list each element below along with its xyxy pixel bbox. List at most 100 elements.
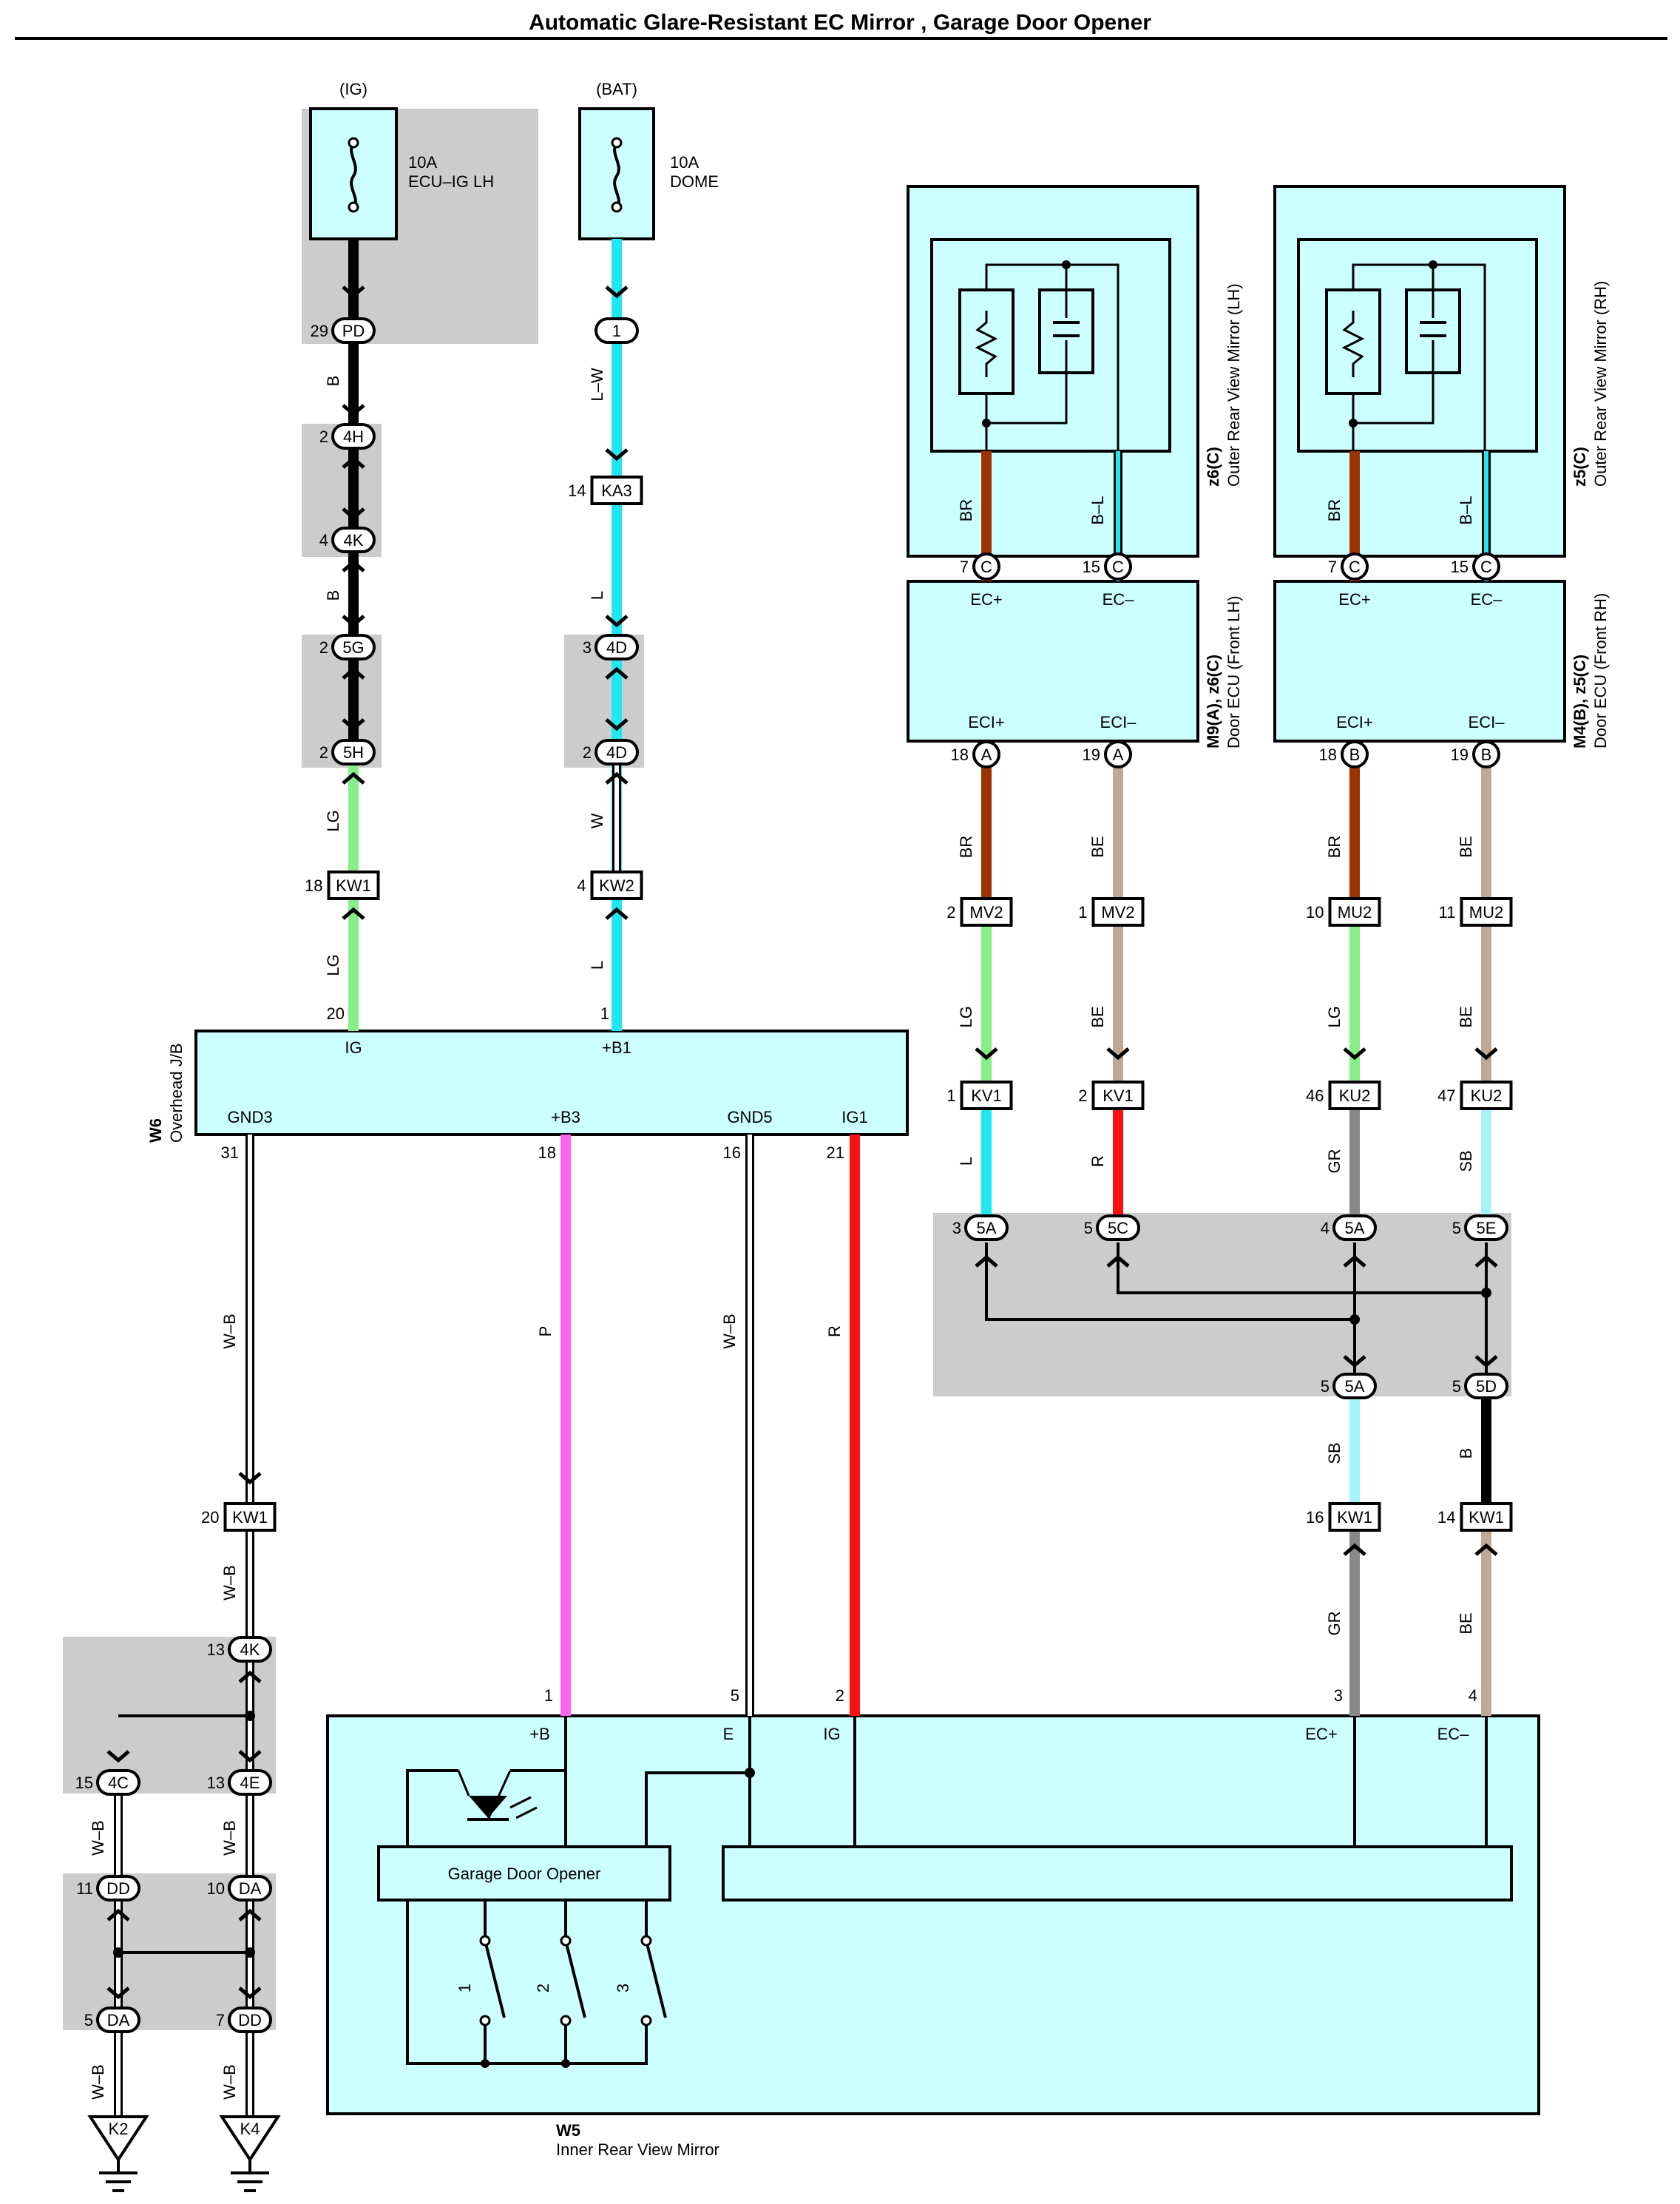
connector-code: MU2 [1338, 903, 1372, 922]
arrow-mark [342, 404, 365, 417]
wire-label: L [957, 1157, 975, 1166]
fuse-terminal [348, 201, 359, 213]
connector-1: 1 [595, 317, 639, 344]
splice-dot [1481, 1288, 1491, 1298]
connector-c: C15 [1451, 552, 1500, 581]
w5-pinnum-b: 1 [544, 1686, 553, 1705]
arrow-mark [342, 615, 365, 628]
connector-code: B [1349, 746, 1361, 764]
connector-pin: 7 [1328, 558, 1337, 576]
fuse-terminal [348, 137, 359, 149]
arrow-mark [605, 771, 629, 785]
arrow-mark [1474, 1543, 1498, 1556]
connector-pin: 7 [960, 558, 969, 576]
connector-code: KV1 [971, 1086, 1002, 1105]
w6-pinnum-ig1: 21 [827, 1143, 844, 1162]
w5-pinnum-ecp: 3 [1334, 1686, 1343, 1705]
connector-pin: 11 [1439, 903, 1456, 922]
connector-code: KW2 [599, 876, 634, 895]
arrow-mark [1343, 1047, 1366, 1061]
connector-code: 5A [977, 1219, 997, 1237]
connector-pin: 2 [583, 743, 592, 762]
arrow-mark [238, 1472, 262, 1485]
w6-pin-ig: IG [345, 1038, 362, 1057]
connector-pin: 5 [84, 2011, 93, 2029]
connector-pin: 18 [1319, 746, 1337, 764]
connector-5a: 5A3 [952, 1214, 1009, 1241]
ecu-lh-ecim: ECI– [1100, 713, 1137, 731]
mirror-lh-inner [930, 238, 1171, 453]
connector-dd: DD7 [216, 2007, 272, 2033]
connector-code: DD [106, 1879, 130, 1898]
wire-label: BE [1457, 1612, 1475, 1634]
led-ray [509, 1796, 532, 1809]
switch-contact [479, 2015, 491, 2026]
connector-a: A18 [951, 740, 1000, 768]
ground-icon [219, 2115, 281, 2163]
wire-label: W–B [220, 1314, 239, 1349]
w6-pin-b3: +B3 [551, 1108, 580, 1126]
arrow-mark [1106, 1254, 1130, 1268]
switch-contact [560, 1935, 572, 1947]
wire-label: GR [1325, 1149, 1344, 1174]
connector-code: KU2 [1339, 1086, 1371, 1105]
w6-pinnum-gnd5: 16 [723, 1143, 741, 1162]
junction-dot [745, 1768, 755, 1778]
mirror-rh-inner [1297, 238, 1538, 453]
connector-code: DA [107, 2011, 130, 2029]
w6-code: W6 [146, 1118, 165, 1143]
ecu-rh-ecim: ECI– [1469, 713, 1505, 731]
led-ray [515, 1806, 538, 1819]
connector-pin: 15 [1451, 558, 1469, 576]
connector-code: 4D [606, 638, 627, 657]
w6-pinnum-gnd3: 31 [221, 1143, 239, 1162]
junction-dot [1062, 260, 1071, 269]
connector-pin: 19 [1451, 746, 1469, 764]
connector-4h: 4H2 [319, 423, 376, 450]
wire-label: LG [957, 1006, 975, 1027]
w5-code: W5 [556, 2121, 580, 2140]
arrow-mark [605, 448, 629, 462]
wire-label: B–L [1457, 496, 1475, 524]
wire-label: P [536, 1326, 555, 1337]
w5-pin-ig: IG [823, 1725, 840, 1743]
connector-pin: 13 [207, 1640, 225, 1659]
ground-code: K4 [240, 2120, 260, 2138]
ecu-rh-code: M4(B), z5(C) [1571, 655, 1589, 748]
connector-5g: 5G2 [319, 634, 376, 660]
led-icon [469, 1796, 507, 1818]
wire-label: W–B [89, 1820, 107, 1856]
mirror-lh-code: z6(C) [1204, 447, 1222, 487]
arrow-mark [106, 1750, 130, 1763]
resistor-icon [1341, 311, 1365, 377]
arrow-mark [342, 456, 365, 469]
wire-label: LG [1325, 1006, 1344, 1027]
connector-code: 4K [344, 531, 364, 550]
fuse-element [350, 141, 357, 209]
wire-label: BR [1325, 836, 1344, 859]
wire-label: W–B [220, 1820, 239, 1856]
connector-code: C [1112, 558, 1124, 576]
connector-code: 4C [108, 1774, 129, 1792]
connector-5a: 5A4 [1321, 1214, 1377, 1241]
arrow-mark [342, 718, 365, 731]
mirror-rh-code: z5(C) [1571, 447, 1589, 487]
connector-code: C [1349, 558, 1361, 576]
connector-pin: 3 [583, 638, 592, 657]
arrow-mark [342, 771, 365, 785]
fuse-ig-name: ECU–IG LH [408, 172, 494, 191]
switch-contact [479, 1935, 491, 1947]
splice-dot [1349, 1314, 1360, 1325]
connector-da: DA 5 [84, 2007, 140, 2033]
connector-pin: 7 [216, 2011, 225, 2029]
arrow-mark [342, 559, 365, 572]
connector-pin: 18 [305, 876, 322, 895]
connector-5a: 5A5 [1321, 1373, 1377, 1399]
